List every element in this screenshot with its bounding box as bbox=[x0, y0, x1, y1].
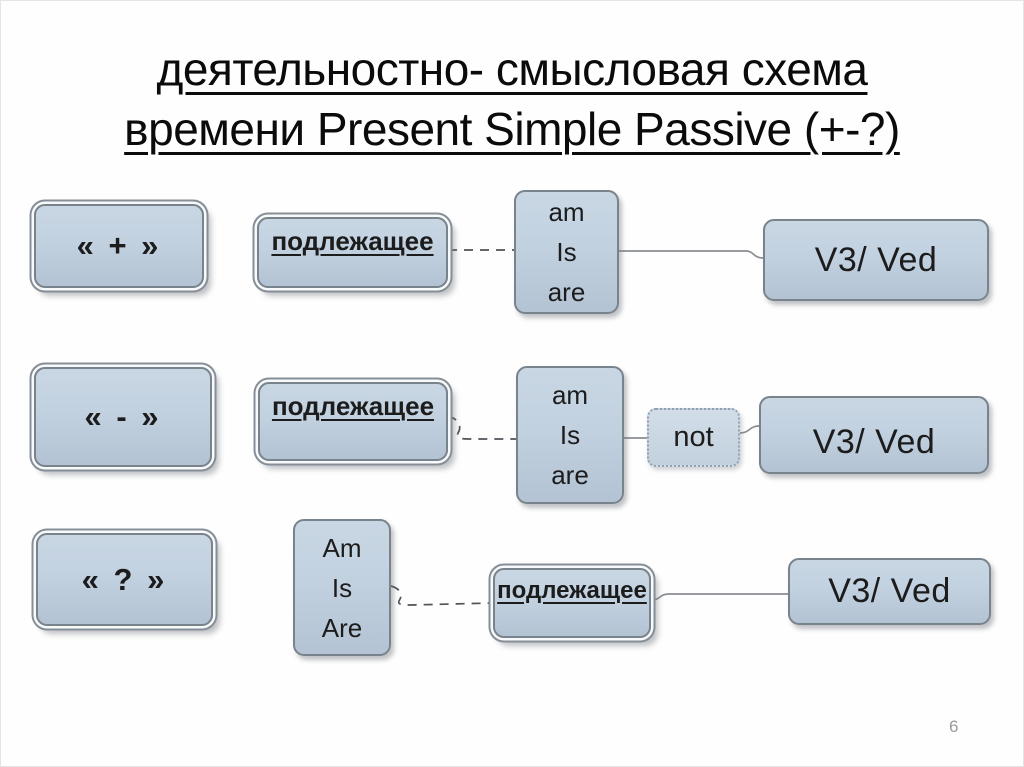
slide-title-line-2: времени Present Simple Passive (+-?) bbox=[124, 103, 900, 155]
row3-verb-box: Am Is Are bbox=[293, 519, 391, 656]
row2-sign-label: « - » bbox=[84, 399, 162, 434]
row1-sign-label: « + » bbox=[76, 228, 162, 263]
row2-not-label: not bbox=[673, 421, 714, 453]
row3-verb-to-subject-dashed-line bbox=[390, 585, 494, 606]
row3-verb-line-1: Am bbox=[322, 532, 362, 563]
row1-sign-box: « + » bbox=[34, 204, 204, 288]
slide-title-line-1: деятельностно- смысловая схема bbox=[156, 43, 868, 95]
row2-verb-box: am Is are bbox=[516, 366, 624, 504]
row2-subject-to-verb-dashed-line bbox=[447, 415, 516, 440]
row2-result-box: V3/ Ved bbox=[759, 396, 989, 474]
row1-result-box: V3/ Ved bbox=[763, 219, 989, 301]
row2-not-to-result-line bbox=[739, 425, 760, 434]
row1-verb-to-result-line bbox=[619, 250, 764, 259]
row1-subject-label: подлежащее bbox=[271, 226, 434, 256]
row1-verb-line-1: am bbox=[548, 197, 585, 227]
slide-title: деятельностно- смысловая схема времени P… bbox=[1, 39, 1023, 159]
row3-sign-box: « ? » bbox=[36, 533, 213, 626]
row2-verb-line-1: am bbox=[551, 380, 589, 410]
row1-subject-box: подлежащее bbox=[257, 217, 448, 288]
row3-subject-box: подлежащее bbox=[493, 568, 651, 638]
row2-not-box: not bbox=[647, 408, 740, 467]
page-number: 6 bbox=[949, 717, 959, 736]
row3-verb-line-3: Are bbox=[321, 612, 363, 643]
row2-verb-line-3: are bbox=[551, 460, 589, 490]
row1-result-label: V3/ Ved bbox=[814, 240, 938, 279]
row3-result-label: V3/ Ved bbox=[828, 572, 951, 610]
row1-verb-line-2: Is bbox=[556, 237, 577, 267]
row2-sign-box: « - » bbox=[34, 367, 212, 467]
row1-verb-box: am Is are bbox=[514, 190, 619, 314]
row3-subject-label: подлежащее bbox=[497, 577, 647, 604]
row2-result-label: V3/ Ved bbox=[812, 423, 936, 461]
row3-verb-line-2: Is bbox=[331, 572, 353, 603]
row2-subject-box: подлежащее bbox=[258, 382, 448, 461]
row1-verb-line-3: are bbox=[547, 277, 586, 307]
row3-result-box: V3/ Ved bbox=[788, 558, 991, 625]
row2-subject-label: подлежащее bbox=[271, 391, 435, 421]
row3-subject-to-result-line bbox=[650, 593, 788, 601]
row3-sign-label: « ? » bbox=[81, 561, 168, 597]
row2-verb-line-2: Is bbox=[559, 420, 581, 450]
